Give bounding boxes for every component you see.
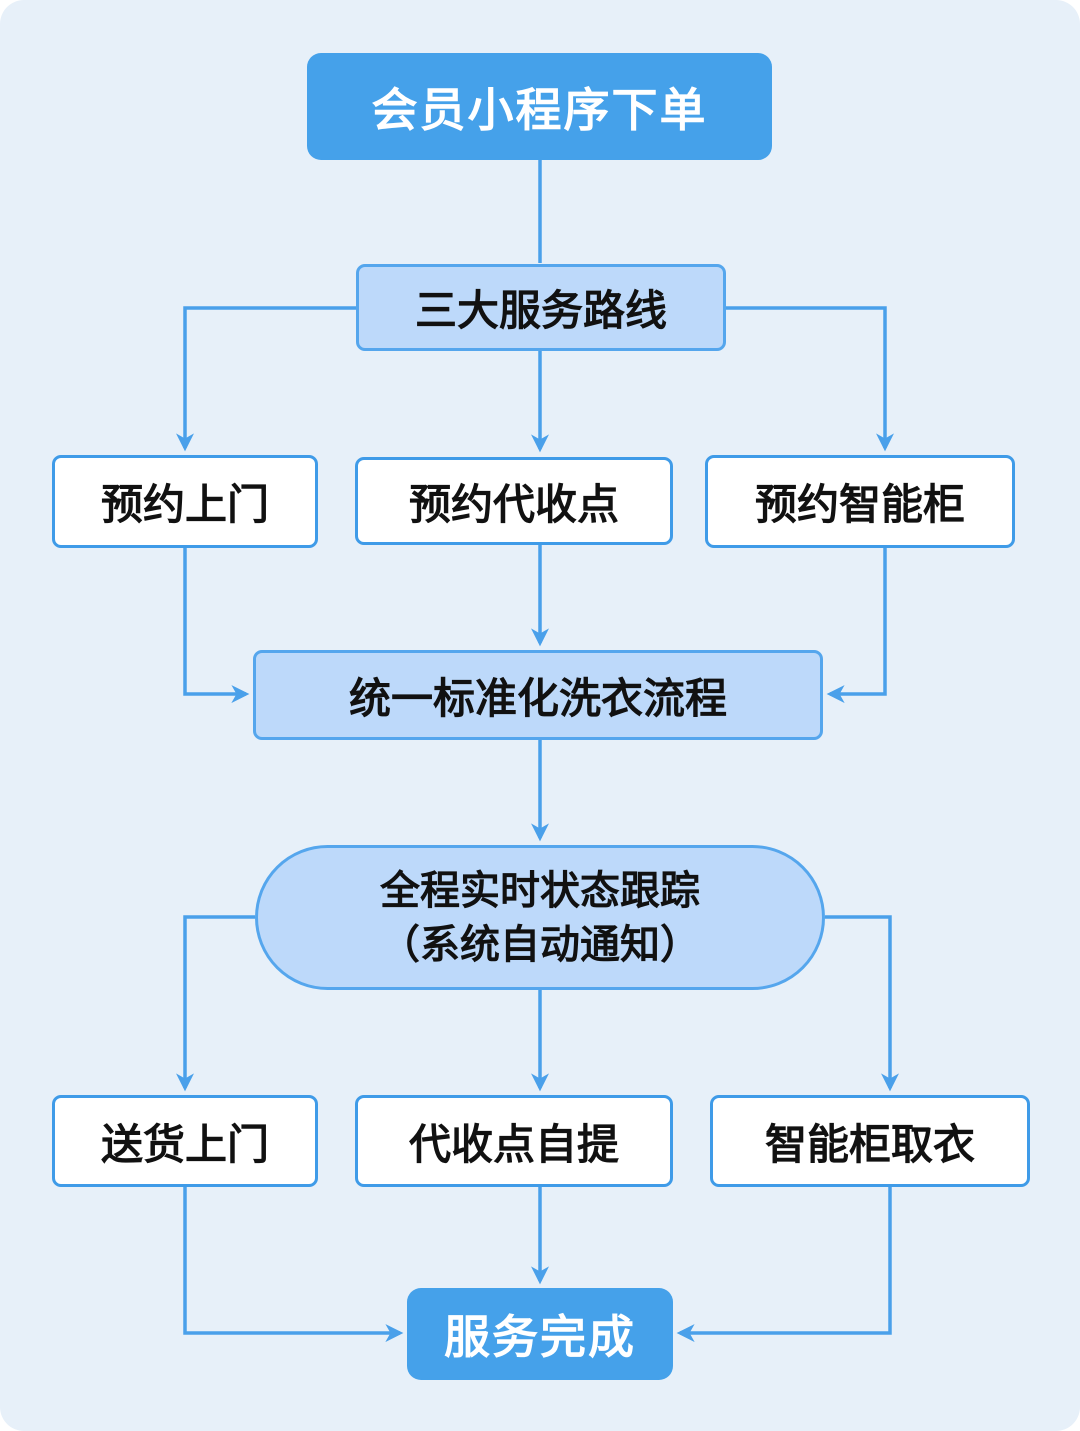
tracking-line1: 全程实时状态跟踪 <box>380 868 700 913</box>
node-member-miniprogram-order: 会员小程序下单 <box>307 53 772 160</box>
node-book-home-pickup: 预约上门 <box>52 455 318 548</box>
tracking-line2: （系统自动通知） <box>380 922 700 967</box>
connector-pickup-home-process <box>183 548 250 703</box>
node-service-complete: 服务完成 <box>407 1288 673 1380</box>
node-book-smart-locker: 预约智能柜 <box>705 455 1015 548</box>
node-home-delivery: 送货上门 <box>52 1095 318 1187</box>
connector-routes-pickup-locker <box>726 306 894 452</box>
node-collection-point-self-pickup: 代收点自提 <box>355 1095 673 1187</box>
node-realtime-status-tracking: 全程实时状态跟踪 （系统自动通知） <box>255 845 825 990</box>
node-three-service-routes: 三大服务路线 <box>356 264 726 351</box>
connector-locker-pickup-done <box>676 1187 892 1342</box>
connector-tracking-locker-pickup <box>825 915 899 1092</box>
connector-deliver-home-done <box>183 1187 404 1342</box>
node-standardized-laundry-process: 统一标准化洗衣流程 <box>253 650 823 740</box>
node-book-collection-point: 预约代收点 <box>355 457 673 545</box>
connector-pickup-locker-process <box>826 548 887 703</box>
connector-tracking-deliver-home <box>176 915 255 1092</box>
connector-routes-pickup-home <box>176 306 356 452</box>
node-smart-locker-pickup: 智能柜取衣 <box>710 1095 1030 1187</box>
